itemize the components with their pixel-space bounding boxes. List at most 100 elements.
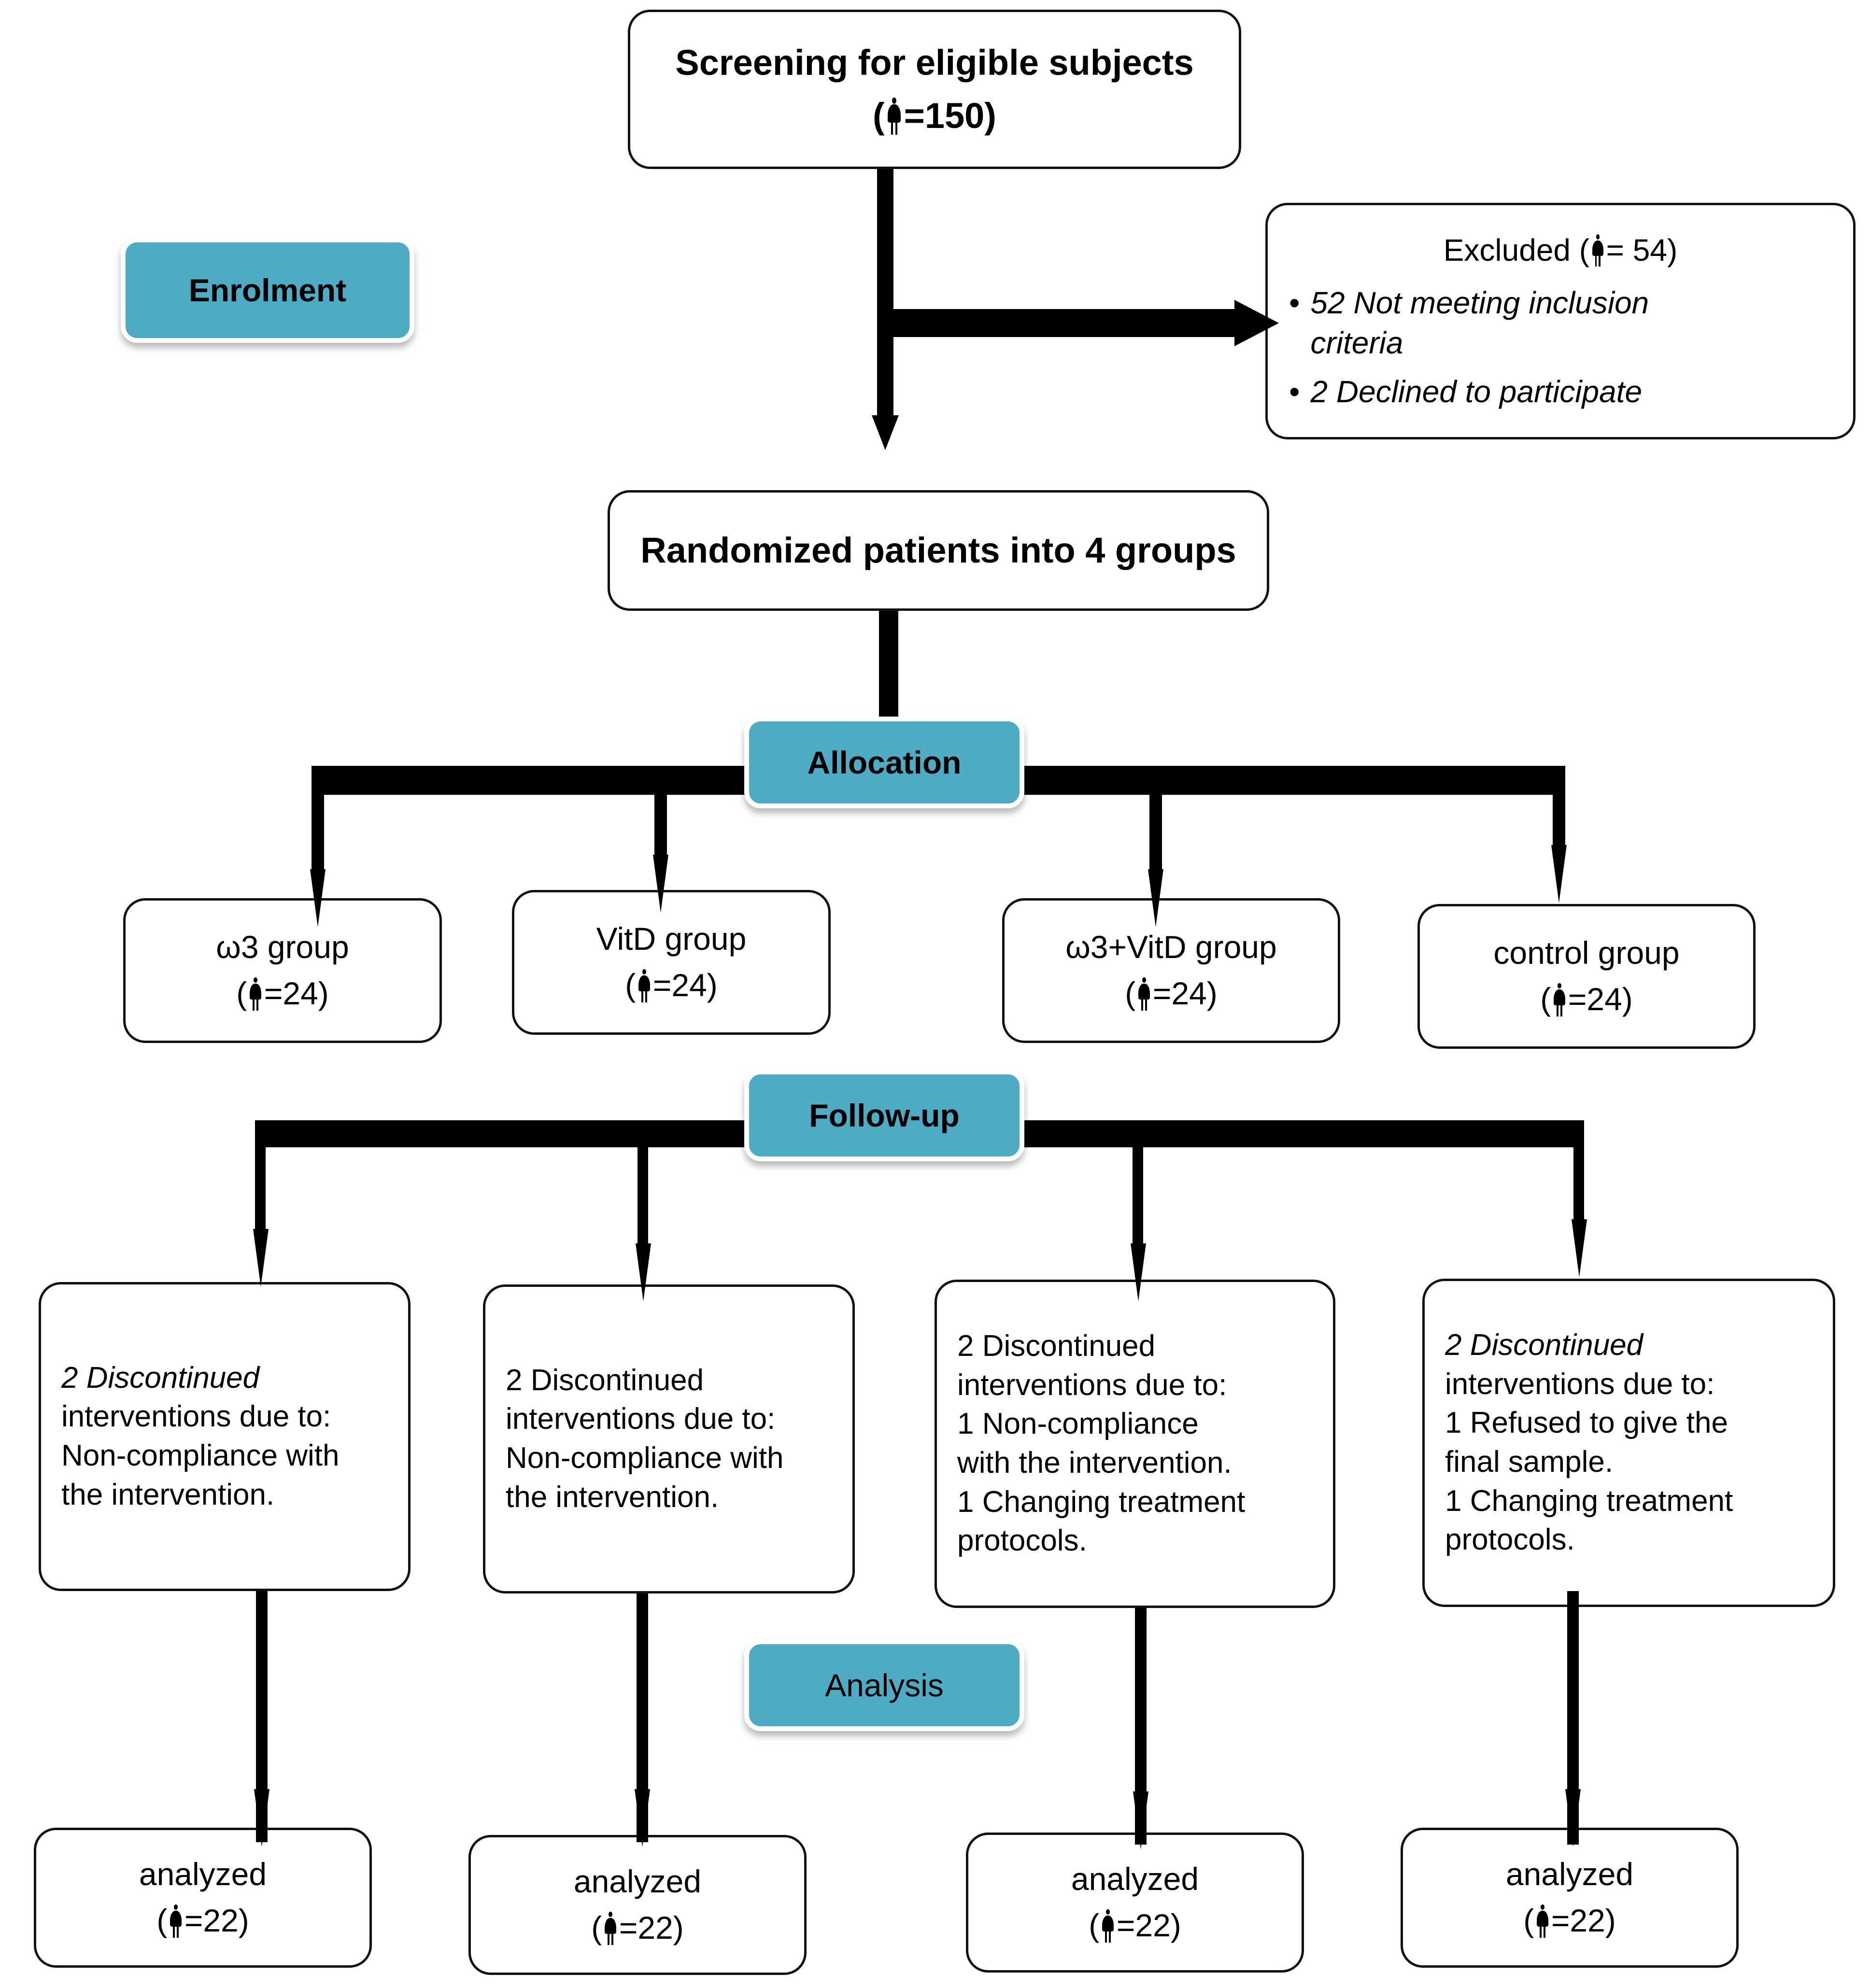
followup-arrow-3 [1131, 1243, 1146, 1301]
followup-box-1-line-3: Non-compliance with [61, 1439, 340, 1472]
analysis-arrow-3 [1133, 1791, 1148, 1849]
followup-box-4-line-4: final sample. [1445, 1445, 1614, 1479]
followup-box-2-line-2: interventions due to: [506, 1402, 776, 1436]
bullet-icon: • [1289, 285, 1300, 320]
allocation-group-count-value-4: =24) [1568, 981, 1633, 1017]
followup-box-3: 2 Discontinued interventions due to: 1 N… [935, 1280, 1335, 1608]
screening-count: ( =150) [873, 93, 996, 139]
connector-screening-stem [877, 169, 893, 425]
allocation-group-name-2: VitD group [596, 921, 747, 957]
allocation-group-name-4: control group [1493, 935, 1680, 971]
person-icon [637, 969, 652, 1002]
followup-box-4-line-5: 1 Changing treatment [1445, 1484, 1733, 1518]
analyzed-box-2: analyzed ( =22) [468, 1835, 807, 1975]
followup-box-2: 2 Discontinued interventions due to: Non… [483, 1284, 855, 1593]
paren-open: ( [1125, 975, 1136, 1011]
bullet-icon: • [1289, 374, 1300, 409]
followup-stem-1 [255, 1120, 266, 1231]
stage-label-followup: Follow-up [809, 1098, 960, 1133]
followup-box-4-line-1: 2 Discontinued [1445, 1328, 1643, 1362]
allocation-group-count-value-2: =24) [652, 967, 718, 1003]
allocation-stem-1 [312, 766, 324, 872]
followup-box-3-line-3: 1 Non-compliance [957, 1407, 1199, 1441]
analyzed-box-3: analyzed (=22) [966, 1833, 1304, 1973]
analyzed-count-3: (=22) [1089, 1905, 1181, 1946]
analyzed-label-3: analyzed [1071, 1861, 1199, 1897]
person-icon [1552, 983, 1568, 1016]
allocation-stem-4 [1553, 766, 1565, 848]
followup-arrow-4 [1572, 1219, 1587, 1277]
paren-open: ( [873, 96, 885, 136]
analyzed-label-4: analyzed [1505, 1856, 1634, 1892]
excluded-reason-1-line-2: criteria [1310, 325, 1403, 360]
analysis-arrow-2 [635, 1789, 650, 1847]
followup-box-1-line-2: interventions due to: [61, 1400, 331, 1434]
allocation-group-name-1: ω3 group [216, 929, 349, 965]
excluded-title: Excluded (= 54) [1444, 230, 1678, 270]
excluded-reason-2-text: 2 Declined to participate [1310, 374, 1643, 409]
followup-box-4-line-6: protocols. [1445, 1523, 1575, 1557]
followup-stem-3 [1133, 1125, 1143, 1246]
stage-badge-allocation: Allocation [744, 717, 1024, 808]
allocation-stem-3 [1149, 766, 1162, 872]
followup-stem-4 [1573, 1120, 1584, 1222]
followup-arrow-2 [636, 1243, 651, 1301]
analyzed-count-value-3: =22) [1116, 1907, 1181, 1943]
allocation-group-box-2: VitD group ( =24) [512, 890, 831, 1035]
person-icon [168, 1904, 184, 1938]
analyzed-label-1: analyzed [139, 1856, 267, 1892]
analyzed-box-4: analyzed ( =22) [1401, 1828, 1739, 1968]
allocation-arrow-4 [1551, 845, 1567, 903]
stage-badge-followup: Follow-up [744, 1070, 1024, 1161]
followup-box-4: 2 Discontinued interventions due to: 1 R… [1422, 1279, 1835, 1607]
allocation-group-name-3: ω3+VitD group [1065, 929, 1277, 965]
allocation-group-count-1: ( =24) [236, 973, 329, 1015]
stage-badge-enrolment: Enrolment [121, 238, 414, 343]
followup-box-3-line-5: 1 Changing treatment [957, 1485, 1246, 1519]
followup-box-2-line-3: Non-compliance with [506, 1441, 784, 1475]
analyzed-count-value-2: =22) [619, 1910, 684, 1946]
allocation-arrow-3 [1148, 869, 1163, 927]
allocation-group-count-value-1: =24) [264, 975, 329, 1011]
allocation-arrow-1 [310, 869, 326, 927]
stage-badge-analysis: Analysis [744, 1639, 1024, 1731]
paren-open: ( [236, 975, 247, 1011]
stage-label-enrolment: Enrolment [188, 272, 347, 308]
screening-count-value: =150) [904, 96, 996, 136]
person-icon [248, 977, 264, 1011]
paren-open: ( [591, 1910, 602, 1946]
followup-box-1: 2 Discontinued interventions due to: Non… [39, 1282, 411, 1591]
analyzed-count-2: ( =22) [591, 1907, 684, 1949]
screening-box: Screening for eligible subjects (=150) [628, 10, 1241, 169]
person-icon [1590, 234, 1605, 267]
allocation-group-box-3: ω3+VitD group (=24) [1002, 898, 1340, 1043]
analysis-arrow-4 [1565, 1789, 1581, 1847]
followup-box-4-line-3: 1 Refused to give the [1445, 1406, 1728, 1440]
followup-box-3-line-6: protocols. [957, 1524, 1087, 1558]
followup-stem-2 [638, 1128, 648, 1246]
paren-open: ( [1523, 1903, 1534, 1938]
analyzed-count-value-4: =22) [1551, 1903, 1616, 1938]
person-icon [1535, 1904, 1551, 1938]
person-icon [603, 1911, 619, 1945]
excluded-title-prefix: Excluded ( [1443, 232, 1590, 268]
followup-arrow-1 [253, 1229, 269, 1287]
followup-box-3-line-2: interventions due to: [957, 1368, 1227, 1402]
analyzed-label-2: analyzed [573, 1863, 702, 1900]
followup-box-4-line-2: interventions due to: [1445, 1367, 1715, 1401]
allocation-group-count-3: (=24) [1125, 973, 1218, 1015]
followup-box-1-line-4: the intervention. [61, 1478, 275, 1511]
paren-open: ( [625, 967, 636, 1003]
excluded-reason-2: • 2 Declined to participate [1289, 372, 1642, 412]
analyzed-count-1: (=22) [156, 1900, 249, 1942]
arrow-to-randomized [872, 415, 899, 450]
analyzed-count-value-1: =22) [184, 1903, 249, 1938]
paren-open: ( [1540, 981, 1551, 1017]
excluded-reason-1: • 52 Not meeting inclusion criteria [1289, 283, 1649, 363]
allocation-stem-2 [654, 766, 667, 858]
analyzed-box-1: analyzed (=22) [34, 1828, 372, 1968]
followup-box-3-line-1: 2 Discontinued [957, 1329, 1156, 1363]
connector-excluded-bar [877, 309, 1234, 337]
randomized-title: Randomized patients into 4 groups [640, 530, 1236, 570]
followup-box-1-line-1: 2 Discontinued [61, 1361, 260, 1395]
